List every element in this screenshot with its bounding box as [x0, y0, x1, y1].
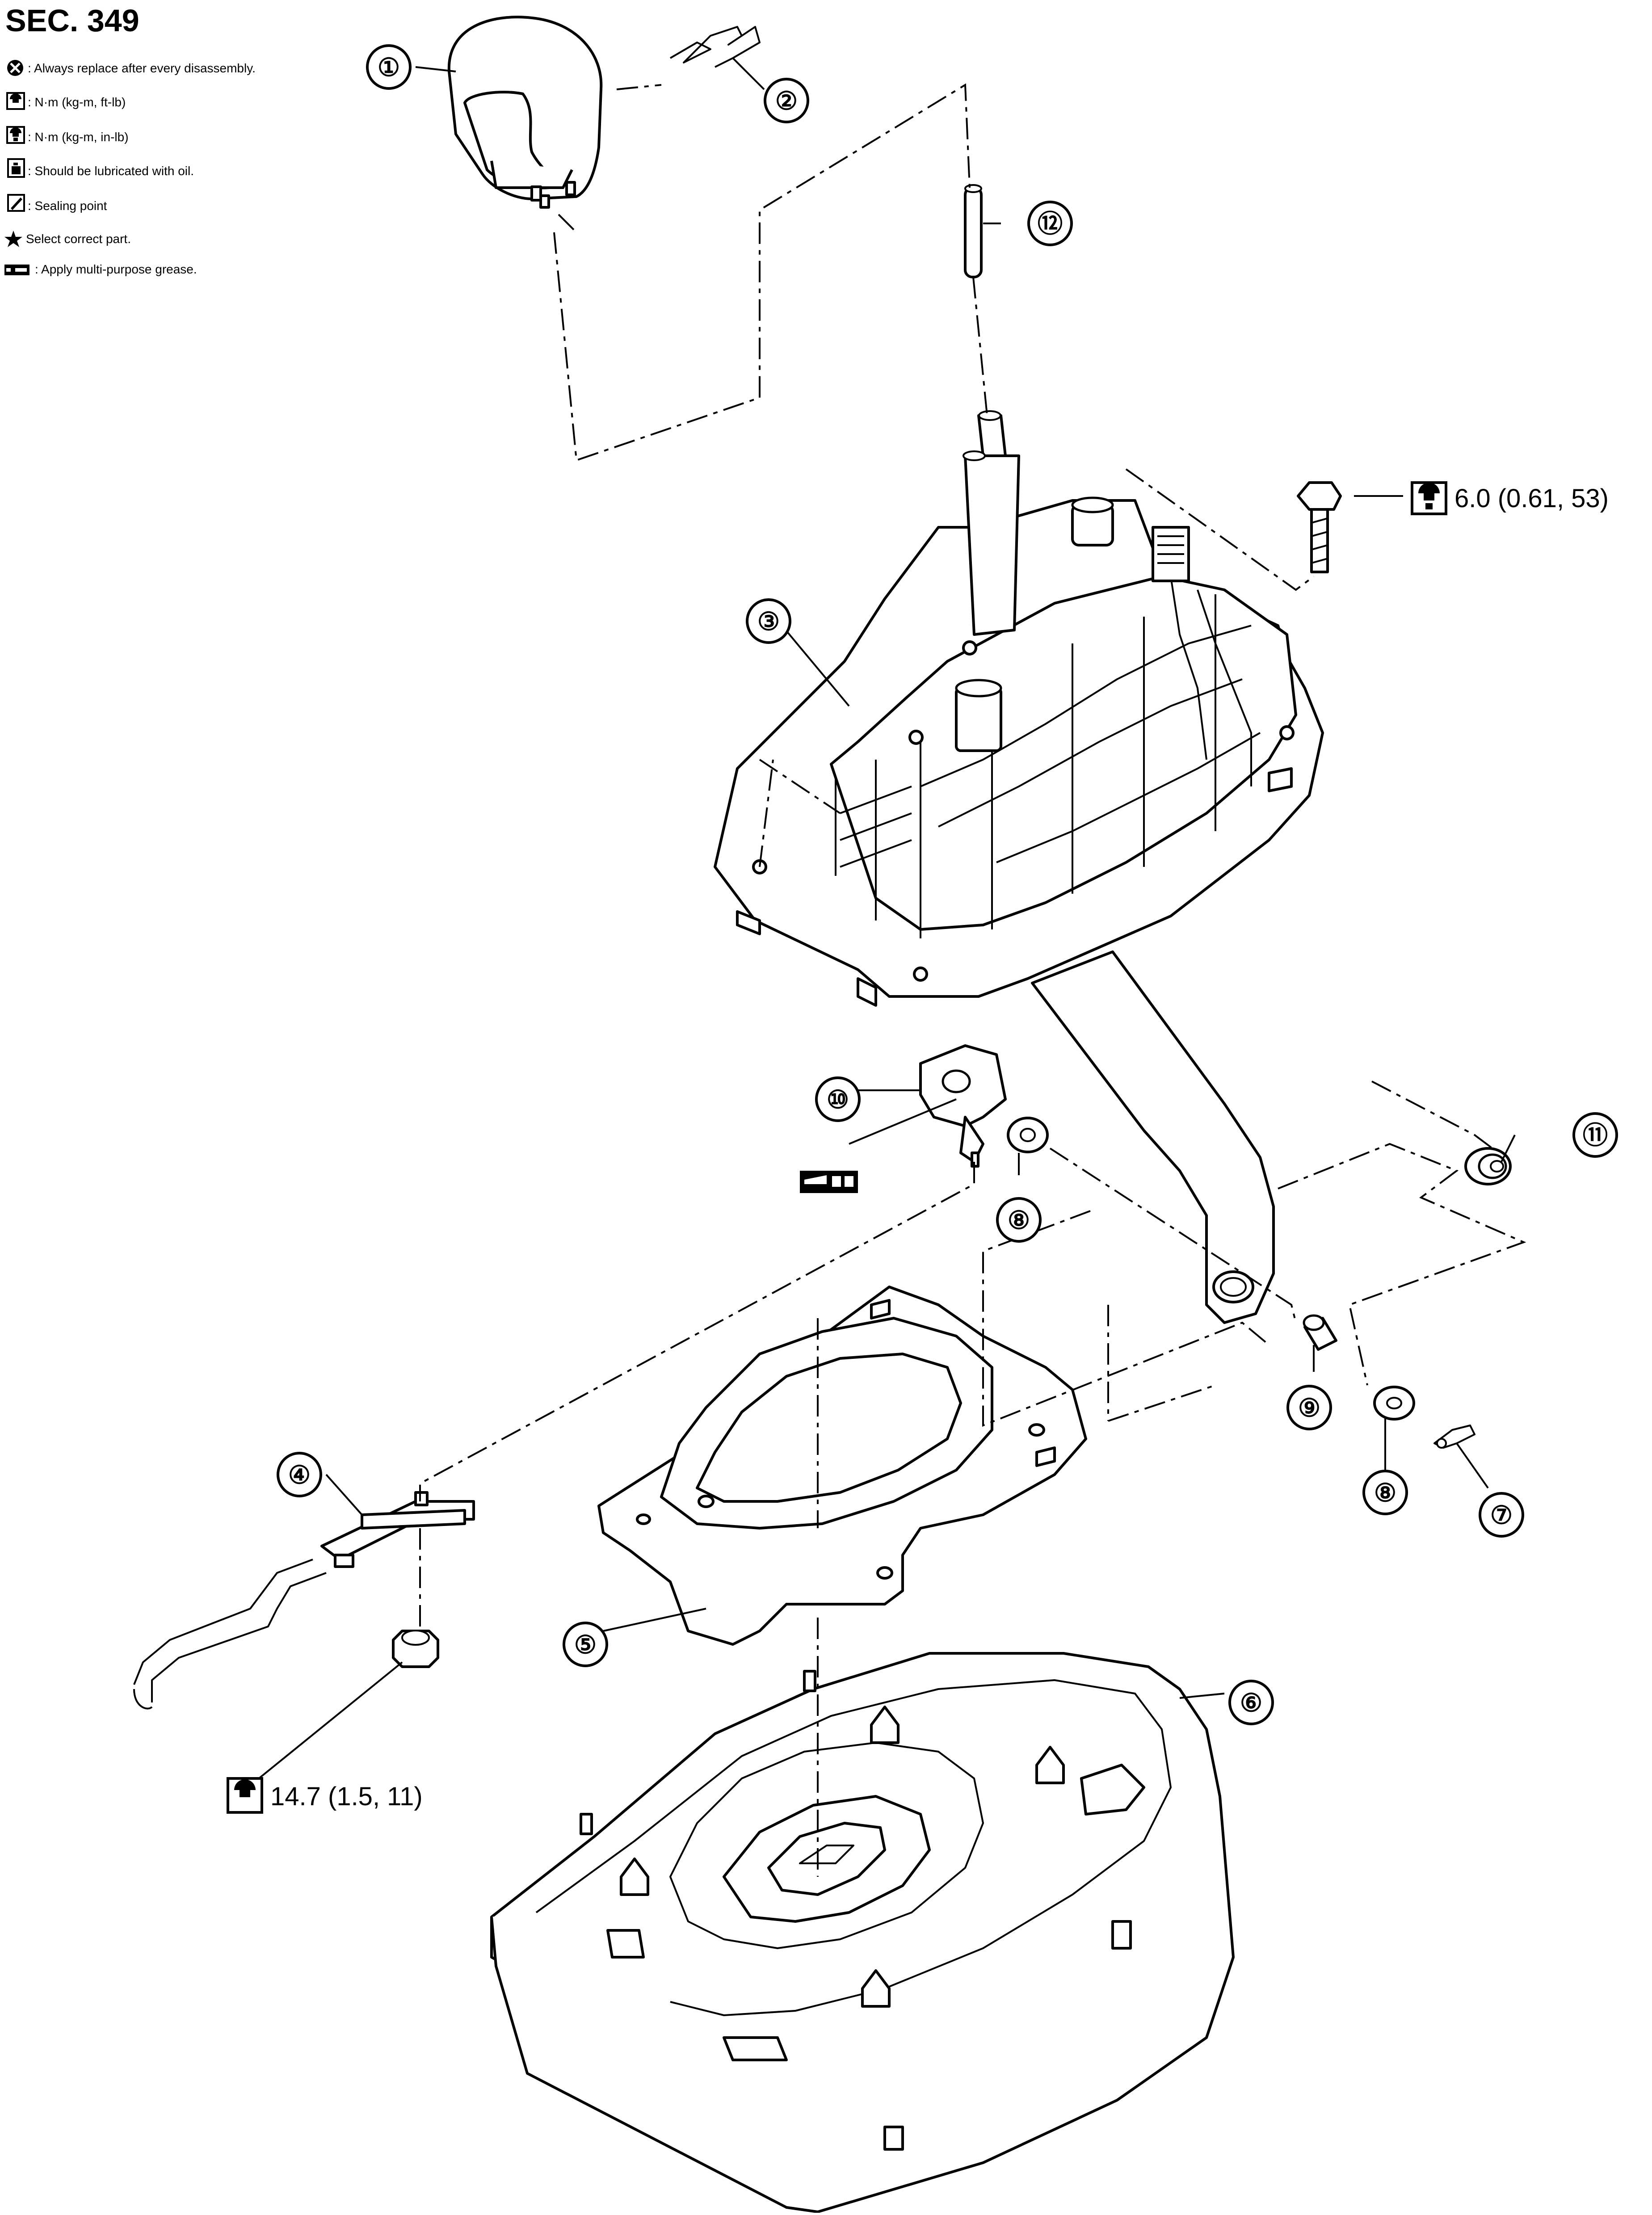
- svg-text:⑫: ⑫: [1038, 210, 1063, 238]
- callout-4: ④: [277, 1452, 322, 1497]
- svg-text:⑧: ⑧: [1374, 1479, 1396, 1507]
- callout-12: ⑫: [1027, 201, 1073, 246]
- callout-2: ②: [764, 78, 809, 123]
- sealing-point-icon: [7, 194, 25, 212]
- legend-text: : Sealing point: [28, 199, 107, 213]
- legend: : Always replace after every disassembly…: [4, 60, 256, 276]
- legend-text: : Always replace after every disassembly…: [28, 61, 256, 75]
- torque-wrench-ftlb-icon: [6, 92, 25, 110]
- console-finisher: [490, 1652, 1235, 2213]
- section-title: SEC. 349: [5, 3, 139, 38]
- always-replace-icon: [7, 60, 23, 76]
- callout-11: ⑪: [1572, 1112, 1618, 1158]
- callout-8-lower: ⑧: [1362, 1470, 1408, 1515]
- star-icon: [4, 231, 22, 247]
- grease-gun-icon: [4, 265, 29, 275]
- svg-text:⑧: ⑧: [1008, 1206, 1030, 1234]
- grease-gun-icon: [800, 1171, 858, 1193]
- legend-text: : Should be lubricated with oil.: [28, 164, 194, 178]
- snap-pin: [1433, 1425, 1475, 1449]
- boot-gasket-plate: [597, 1286, 1087, 1646]
- svg-text:⑦: ⑦: [1490, 1501, 1513, 1529]
- svg-text:③: ③: [757, 607, 780, 635]
- torque-spec-nut: 14.7 (1.5, 11): [227, 1777, 423, 1814]
- svg-text:⑨: ⑨: [1298, 1394, 1320, 1422]
- control-cable: [133, 1491, 475, 1710]
- legend-text: : N·m (kg-m, ft-lb): [28, 95, 126, 109]
- shift-pin: [964, 184, 983, 278]
- callouts: ① ② ⑫ ③ ⑩ ⑧ ⑪ ⑨ ⑧ ⑦ ④ ⑤ ⑥: [277, 44, 1618, 1725]
- callout-10: ⑩: [815, 1076, 861, 1122]
- callout-6: ⑥: [1228, 1680, 1274, 1725]
- svg-text:⑪: ⑪: [1583, 1121, 1608, 1149]
- bushing: [1303, 1314, 1337, 1351]
- washer-lower: [1373, 1386, 1415, 1421]
- torque-spec-bolt: 6.0 (0.61, 53): [1411, 481, 1609, 515]
- legend-text: : N·m (kg-m, in-lb): [28, 130, 129, 144]
- washer-upper: [1007, 1117, 1049, 1153]
- svg-text:②: ②: [775, 87, 798, 115]
- shift-knob: [447, 16, 603, 209]
- selector-lever-assembly: [714, 410, 1324, 1007]
- assembly-lines: [419, 83, 1526, 1877]
- callout-3: ③: [746, 598, 791, 644]
- callout-8-upper: ⑧: [996, 1197, 1042, 1243]
- legend-text: Select correct part.: [26, 232, 131, 246]
- legend-text: : Apply multi-purpose grease.: [35, 262, 197, 276]
- torque-value-nut: 14.7 (1.5, 11): [270, 1782, 423, 1811]
- oil-lubricate-icon: [7, 158, 25, 178]
- callout-7: ⑦: [1479, 1492, 1524, 1538]
- cable-nut: [392, 1630, 439, 1668]
- torque-wrench-inlb-icon: [1411, 481, 1447, 515]
- svg-text:⑩: ⑩: [827, 1085, 849, 1114]
- torque-wrench-ftlb-icon: [227, 1777, 263, 1814]
- torque-value-bolt: 6.0 (0.61, 53): [1454, 484, 1609, 513]
- svg-text:④: ④: [288, 1461, 311, 1489]
- cable-grommet: [1464, 1147, 1512, 1185]
- svg-text:⑥: ⑥: [1240, 1689, 1262, 1717]
- control-lever-arm: [1031, 950, 1275, 1324]
- svg-text:⑤: ⑤: [574, 1631, 597, 1659]
- callout-5: ⑤: [563, 1622, 608, 1667]
- torque-wrench-inlb-icon: [6, 126, 25, 144]
- callout-9: ⑨: [1286, 1385, 1332, 1430]
- callout-1: ①: [366, 44, 412, 90]
- lock-spring-clip: [669, 26, 761, 68]
- lock-pin-bracket: [919, 1044, 1007, 1168]
- svg-text:①: ①: [378, 53, 400, 81]
- mounting-bolt: [1297, 481, 1342, 573]
- leader-lines: [236, 57, 1516, 1797]
